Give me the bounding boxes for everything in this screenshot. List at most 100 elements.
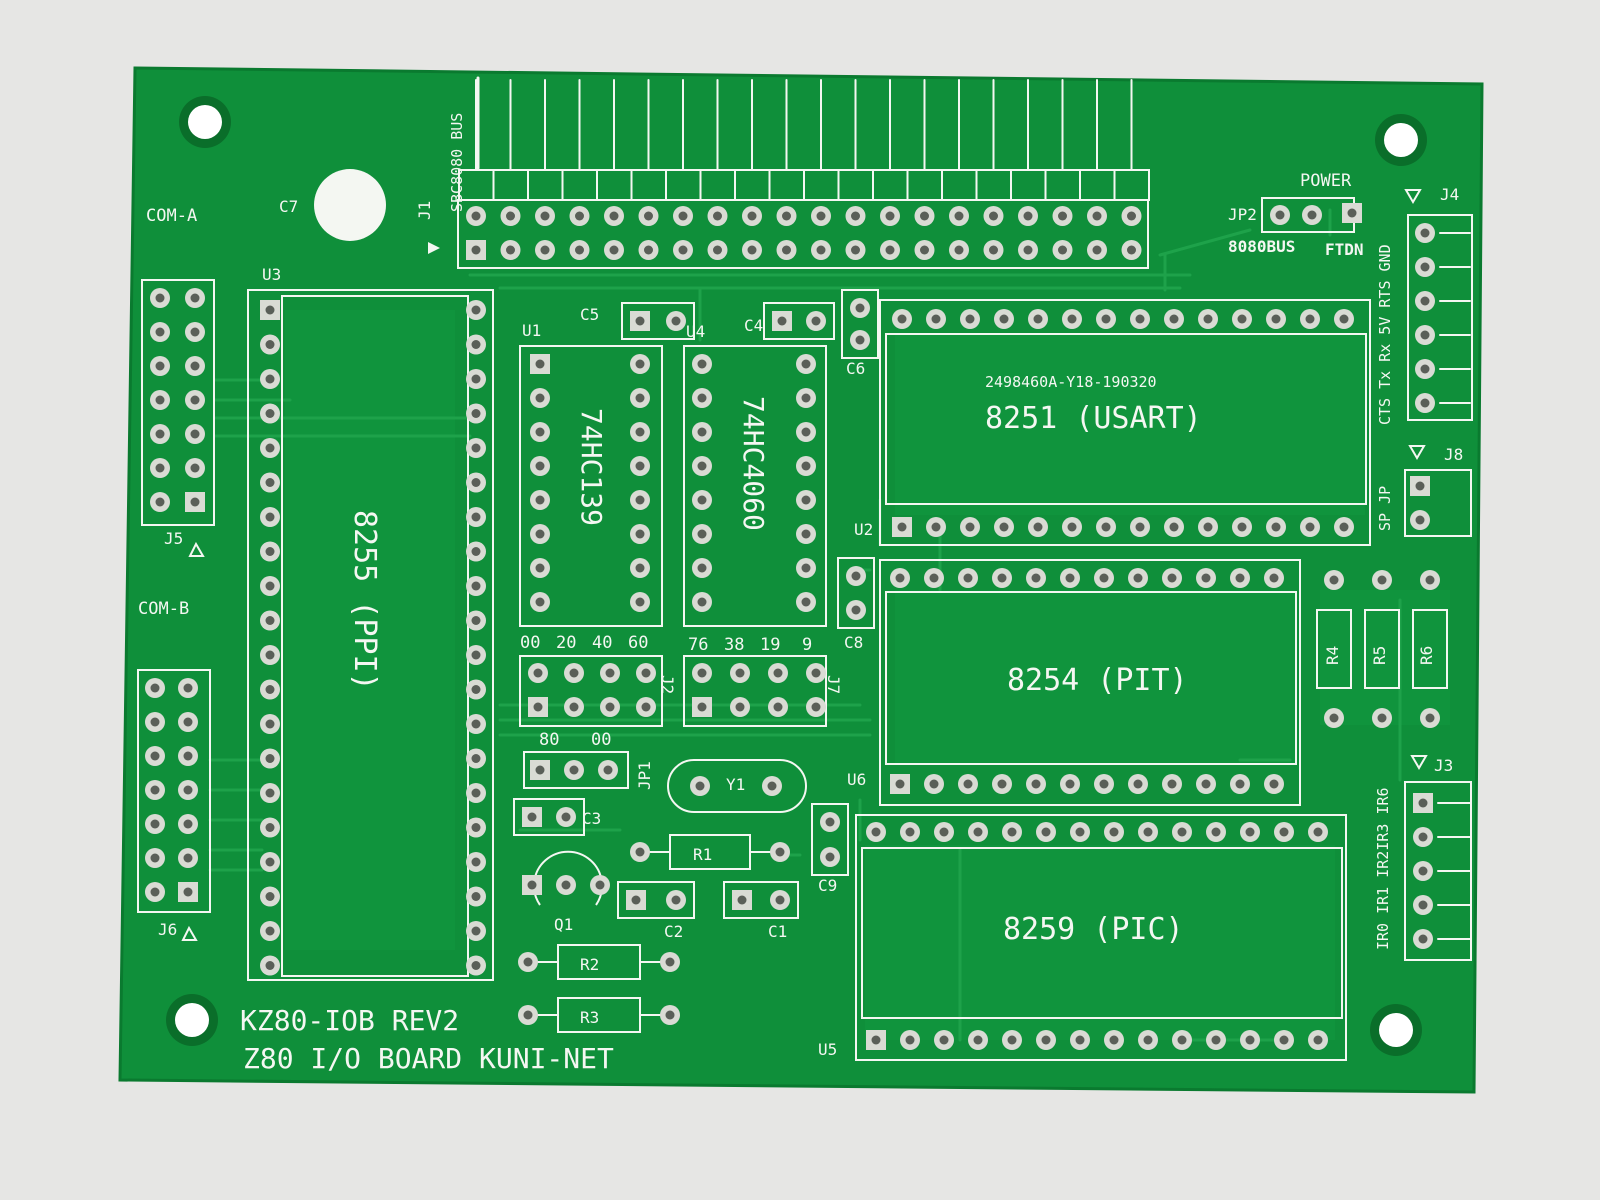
jp2-right-label: FTDN	[1325, 240, 1364, 259]
j2-top-label: 60	[628, 633, 648, 653]
pad-drill	[265, 892, 275, 901]
ref-r5: R5	[1370, 646, 1389, 665]
pad-drill	[527, 880, 537, 890]
pad-drill	[777, 316, 787, 326]
pad-drill	[885, 211, 895, 221]
r4-body	[1316, 609, 1352, 689]
pad-drill	[965, 314, 975, 324]
pad-drill	[851, 605, 861, 615]
pad-drill	[851, 571, 861, 581]
j7-top-label: 76	[688, 635, 708, 655]
pad-drill	[1418, 798, 1428, 808]
pad-drill	[575, 211, 584, 221]
pad-drill	[965, 522, 975, 532]
ref-c1: C1	[768, 922, 787, 941]
pad-drill	[471, 961, 481, 970]
ref-u2: U2	[854, 520, 873, 539]
u2-chip-label: 8251 (USART)	[985, 401, 1202, 436]
j6-pin1-marker	[181, 925, 198, 941]
j2-top-label: 00	[520, 633, 540, 653]
u5-outline	[855, 814, 1347, 1061]
pad-drill	[150, 683, 160, 693]
pad-drill	[920, 211, 929, 221]
u4-chip-label: 74HC4060	[737, 396, 770, 531]
jp1-bottom-labels: 80 00	[539, 730, 611, 750]
pad-drill	[471, 823, 481, 832]
pad-drill	[183, 683, 193, 693]
pad-drill	[1245, 827, 1255, 837]
j6-outline	[137, 669, 211, 913]
pad-drill	[1092, 245, 1102, 255]
pad-drill	[697, 359, 707, 369]
pad-drill	[1092, 211, 1102, 221]
pad-drill	[190, 429, 200, 439]
pad-drill	[155, 361, 165, 371]
pad-drill	[471, 245, 481, 255]
pcb-edge-highlight	[118, 66, 1484, 1094]
pad-drill	[635, 597, 645, 607]
pad-drill	[1339, 522, 1349, 532]
c1-pads	[723, 881, 799, 919]
pad-drill	[1305, 314, 1315, 324]
u3-body	[281, 295, 469, 977]
pad-drill	[825, 852, 835, 862]
pad-drill	[954, 245, 964, 255]
pad-drill	[190, 293, 200, 303]
pad-drill	[569, 668, 579, 678]
pad-drill	[265, 754, 275, 763]
ref-j2: J2	[658, 675, 677, 694]
pad-drill	[535, 597, 545, 607]
ref-y1: Y1	[726, 775, 745, 794]
mounting-holes	[166, 96, 1427, 1056]
pad-drill	[665, 957, 675, 967]
r1-body	[669, 834, 751, 870]
pad-drill	[1177, 827, 1187, 837]
pad-drill	[644, 211, 653, 221]
pad-drill	[155, 395, 165, 405]
ref-u1: U1	[522, 321, 541, 340]
u1-chip-label: 74HC139	[575, 408, 608, 526]
pad-drill	[1418, 866, 1428, 876]
c5-pads	[621, 302, 695, 340]
pad-drill	[1420, 398, 1430, 408]
pad-drill	[1169, 522, 1179, 532]
trace	[1158, 228, 1252, 257]
pad-drill	[155, 463, 165, 473]
pad-drill	[603, 765, 613, 775]
pad-drill	[1420, 296, 1430, 306]
pad-drill	[735, 668, 745, 678]
u6-chip-label: 8254 (PIT)	[1007, 663, 1188, 698]
u1-outline	[519, 345, 663, 627]
pad-drill	[183, 819, 193, 829]
pad-drill	[535, 495, 545, 505]
pad-drill	[954, 211, 964, 221]
pad-drill	[635, 495, 645, 505]
pad-drill	[635, 847, 645, 857]
pad-drill	[697, 597, 707, 607]
pad-drill	[1347, 208, 1357, 218]
pad-drill	[265, 512, 275, 522]
pad-drill	[535, 427, 545, 437]
j4-outline	[1407, 214, 1473, 421]
pad-drill	[575, 245, 584, 255]
pad-drill	[801, 597, 811, 607]
pad-drill	[1143, 1035, 1153, 1045]
pad-drill	[1425, 713, 1435, 723]
pad-drill	[1305, 522, 1315, 532]
ref-j1: J1	[415, 201, 434, 220]
ref-j7: J7	[824, 675, 843, 694]
j3-pin-names: IR0 IR1 IR2IR3 IR6	[1374, 787, 1392, 950]
pad-drill	[535, 563, 545, 573]
pad-drill	[635, 461, 645, 471]
pad-drill	[801, 563, 811, 573]
pad-drill	[1203, 522, 1213, 532]
j5-pin1-marker	[188, 541, 205, 557]
pad-drill	[665, 1010, 675, 1020]
pad-drill	[535, 359, 545, 369]
pad-drill	[471, 926, 481, 936]
pad-drill	[1211, 1035, 1221, 1045]
pad-drill	[1415, 515, 1425, 525]
pad-drill	[523, 957, 533, 967]
u2-body	[885, 333, 1367, 505]
j7-top-label: 19	[760, 635, 780, 655]
